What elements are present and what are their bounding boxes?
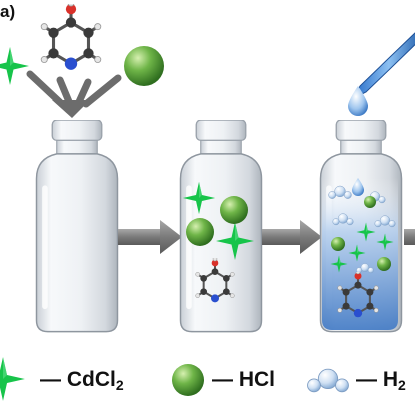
process-arrow-2 (262, 220, 322, 254)
legend-cl-sphere-icon (172, 364, 204, 396)
cl-sphere-icon (186, 218, 214, 246)
legend-h2o-subscript: 2 (398, 377, 406, 393)
cl-sphere-icon (220, 196, 248, 224)
legend-h2o-label: — H2 (356, 368, 406, 393)
legend-h2o-base: H (382, 368, 399, 391)
process-arrow-3 (404, 229, 415, 245)
legend-water-molecule-icon (307, 368, 349, 393)
pyridine-molecule-icon (40, 4, 102, 72)
vial-empty (35, 120, 119, 333)
legend-cdcl2-label: — CdCl2 (40, 368, 124, 393)
pipette-icon (351, 32, 415, 102)
cl-sphere-icon (364, 196, 376, 208)
vial-reagents (179, 120, 263, 333)
legend-hcl-text: HCl (238, 368, 276, 391)
legend-cdcl2-subscript: 2 (115, 377, 124, 393)
convergence-arrows (26, 70, 122, 118)
legend-cd-star-icon (0, 357, 25, 401)
legend-hcl-label: — HCl (212, 368, 275, 392)
legend-dash: — (212, 368, 233, 391)
cl-sphere-icon (331, 237, 345, 251)
water-drop-icon (348, 86, 368, 116)
process-arrow-1 (118, 220, 182, 254)
legend-cdcl2-base: CdCl (66, 368, 116, 391)
legend-dash: — (40, 368, 61, 391)
panel-label: a) (0, 2, 16, 21)
cl-sphere-icon (377, 257, 391, 271)
cl-sphere-icon (124, 46, 164, 86)
vial-solution (319, 120, 403, 333)
legend-dash: — (356, 368, 377, 391)
cd-star-icon (0, 47, 29, 85)
